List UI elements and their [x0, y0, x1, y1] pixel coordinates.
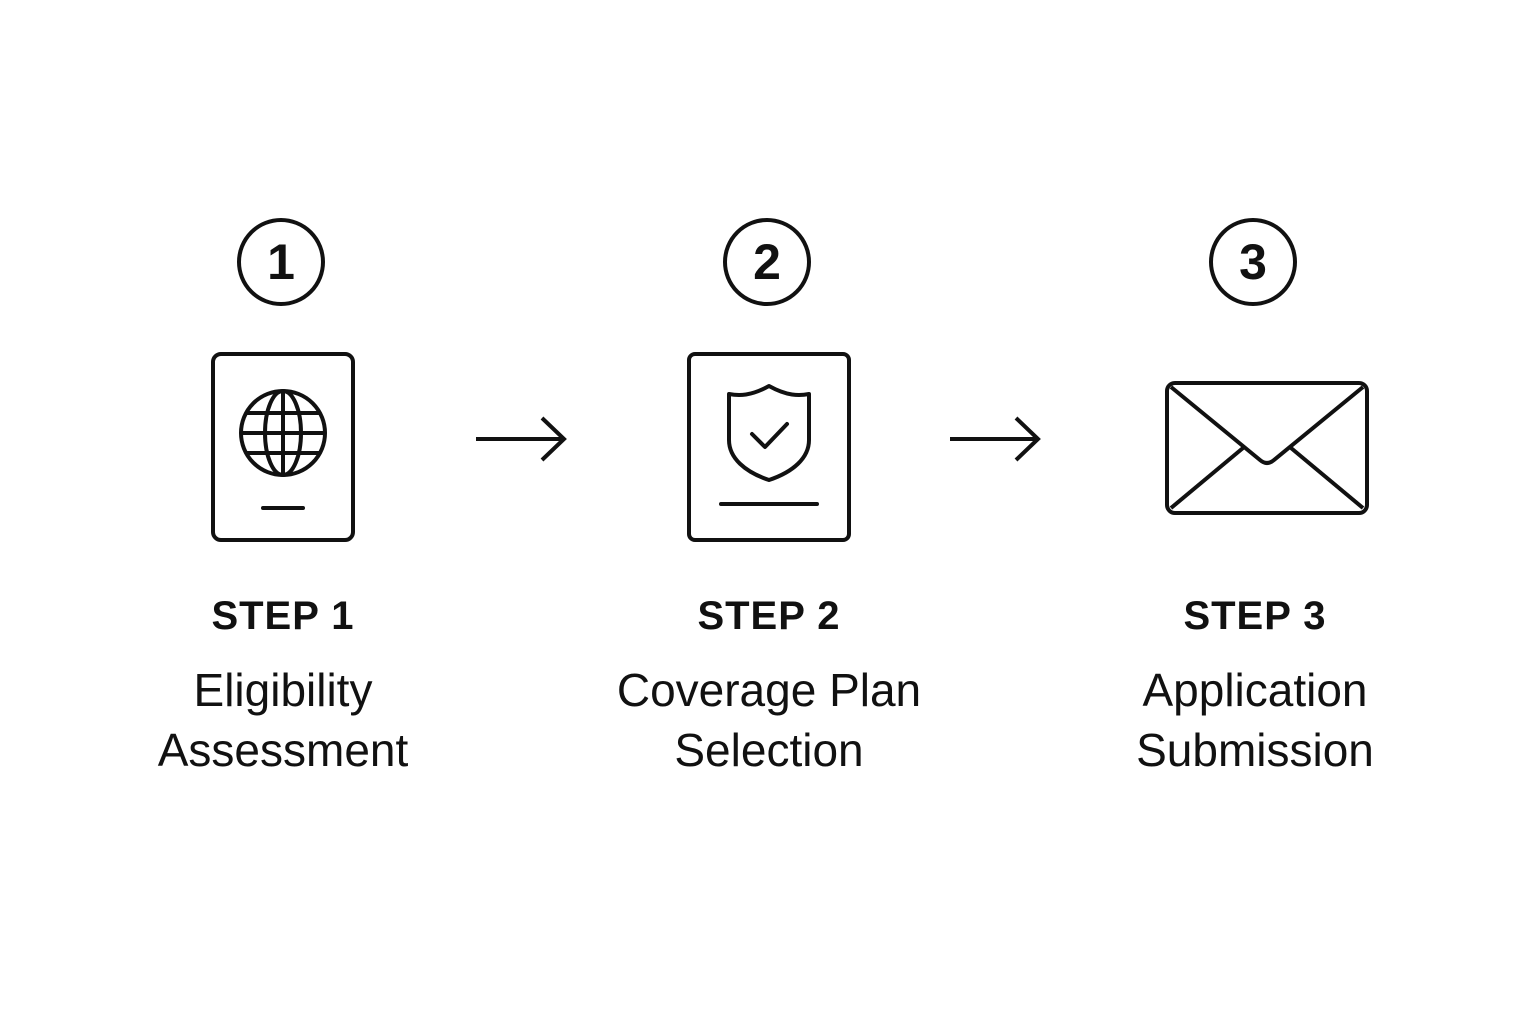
step-title: Application Submission — [1035, 660, 1475, 780]
step-label: STEP 3 — [1183, 594, 1327, 638]
step-title-line: Coverage Plan — [616, 664, 922, 716]
step-title-line: Assessment — [157, 724, 409, 776]
envelope-icon — [1165, 381, 1369, 515]
step-label: STEP 2 — [697, 594, 841, 638]
step-coverage-plan-selection: 2 STEP 2 Coverage Plan Selection — [549, 0, 989, 1024]
step-title-line: Application — [1142, 664, 1368, 716]
arrow-right-icon — [950, 416, 1041, 462]
step-application-submission: 3 STEP 3 Application Submission — [1035, 0, 1475, 1024]
step-title-line: Selection — [674, 724, 864, 776]
step-title: Eligibility Assessment — [63, 660, 503, 780]
step-label: STEP 1 — [211, 594, 355, 638]
passport-globe-icon — [211, 352, 355, 542]
step-title-line: Submission — [1136, 724, 1374, 776]
step-number-badge: 2 — [723, 218, 811, 306]
step-number-badge: 1 — [237, 218, 325, 306]
arrow-right-icon — [476, 416, 567, 462]
step-title-line: Eligibility — [193, 664, 373, 716]
step-eligibility-assessment: 1 STEP 1 Eligibility Assessment — [63, 0, 503, 1024]
shield-check-document-icon — [687, 352, 851, 542]
step-number-badge: 3 — [1209, 218, 1297, 306]
step-title: Coverage Plan Selection — [549, 660, 989, 780]
